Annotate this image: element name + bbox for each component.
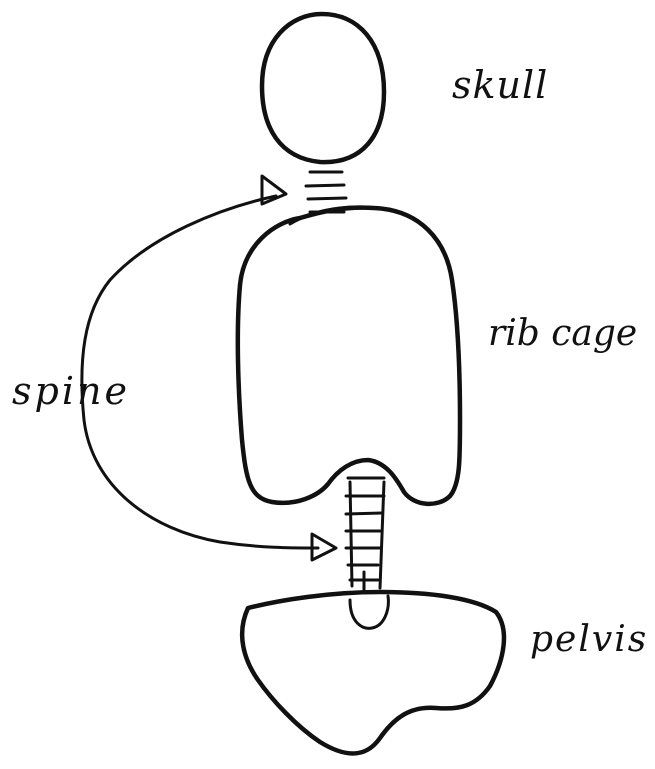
rib-cage-label: rib cage [488,316,637,352]
skull-outline [262,14,384,162]
lumbar-vertebrae [346,478,384,590]
rib-cage-outline [238,208,460,504]
pelvis-outline [242,592,504,754]
cervical-vertebrae [306,172,346,212]
spine-label: spine [12,372,130,410]
skull-label: skull [452,66,548,104]
sacrum [350,596,388,628]
pelvis-label: pelvis [530,622,648,658]
